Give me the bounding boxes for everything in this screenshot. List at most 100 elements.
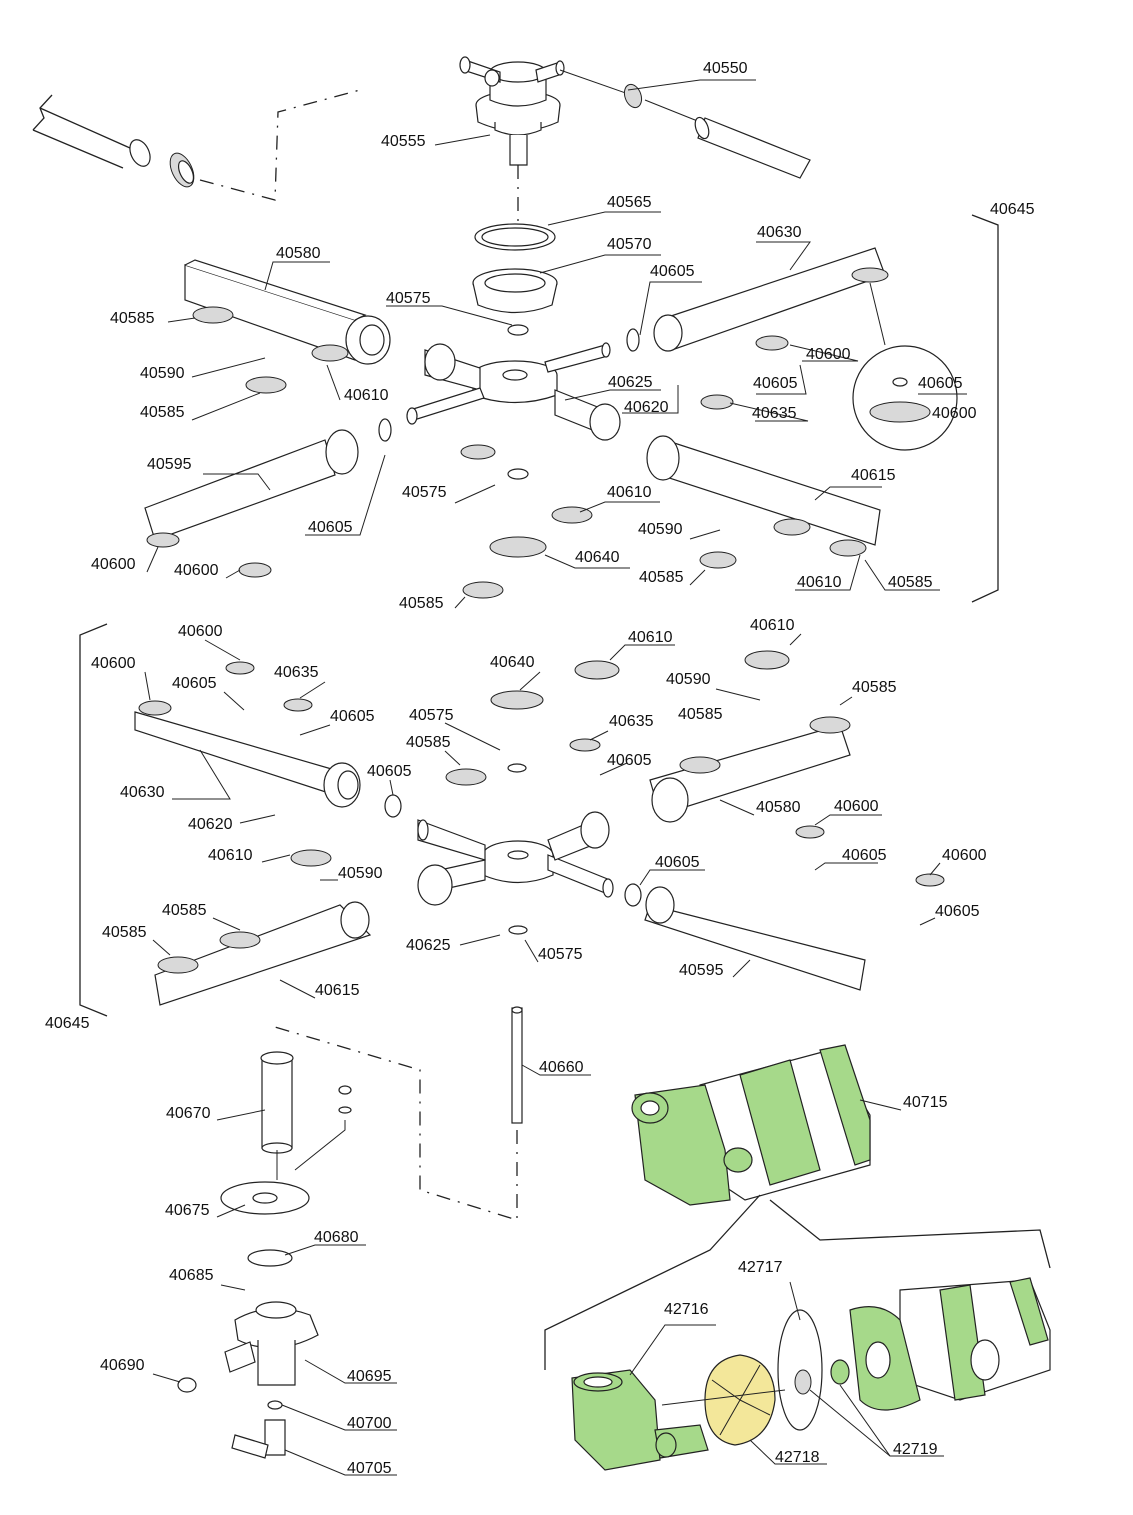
label-40590: 40590 <box>666 671 711 688</box>
label-40705: 40705 <box>347 1460 392 1477</box>
label-40575: 40575 <box>386 290 431 307</box>
label-40600: 40600 <box>91 655 136 672</box>
lower-spray-arm-assembly <box>134 711 866 1006</box>
label-40610: 40610 <box>628 629 673 646</box>
label-40585: 40585 <box>406 734 451 751</box>
label-40610: 40610 <box>208 847 253 864</box>
label-42716: 42716 <box>664 1301 709 1318</box>
leader-lines <box>144 79 967 1476</box>
label-40680: 40680 <box>314 1229 359 1246</box>
label-40625: 40625 <box>406 937 451 954</box>
label-40700: 40700 <box>347 1415 392 1432</box>
clamp-40550 <box>623 83 643 109</box>
pump-exploded <box>571 1277 1051 1471</box>
detail-bubble <box>852 345 958 451</box>
shaft-40660 <box>511 1006 523 1124</box>
part-labels: 40550 40555 40565 40645 40630 40570 4058… <box>45 60 1035 1477</box>
label-40660: 40660 <box>539 1059 584 1076</box>
label-40605: 40605 <box>918 375 963 392</box>
label-40630: 40630 <box>757 224 802 241</box>
label-40585: 40585 <box>639 569 684 586</box>
label-40585: 40585 <box>102 924 147 941</box>
label-40630: 40630 <box>120 784 165 801</box>
label-40555: 40555 <box>381 133 426 150</box>
oring-40605-b <box>378 418 392 442</box>
label-40615: 40615 <box>315 982 360 999</box>
label-40580: 40580 <box>756 799 801 816</box>
drain-assembly <box>177 1051 352 1459</box>
oring-40605-d <box>624 883 642 907</box>
label-42718: 42718 <box>775 1449 820 1466</box>
label-40565: 40565 <box>607 194 652 211</box>
label-40610: 40610 <box>344 387 389 404</box>
label-40585: 40585 <box>140 404 185 421</box>
label-40605: 40605 <box>753 375 798 392</box>
label-40640: 40640 <box>490 654 535 671</box>
label-40575: 40575 <box>402 484 447 501</box>
label-40585: 40585 <box>888 574 933 591</box>
label-40605: 40605 <box>655 854 700 871</box>
label-40635: 40635 <box>274 664 319 681</box>
label-40625: 40625 <box>608 374 653 391</box>
seal-40565 <box>474 223 556 251</box>
label-40590: 40590 <box>638 521 683 538</box>
label-40685: 40685 <box>169 1267 214 1284</box>
label-40605: 40605 <box>330 708 375 725</box>
label-40550: 40550 <box>703 60 748 77</box>
label-40645: 40645 <box>45 1015 90 1032</box>
label-40575: 40575 <box>409 707 454 724</box>
label-40690: 40690 <box>100 1357 145 1374</box>
label-40595: 40595 <box>679 962 724 979</box>
label-40580: 40580 <box>276 245 321 262</box>
label-40695: 40695 <box>347 1368 392 1385</box>
label-40675: 40675 <box>165 1202 210 1219</box>
label-40635: 40635 <box>752 405 797 422</box>
label-40570: 40570 <box>607 236 652 253</box>
label-42719: 42719 <box>893 1441 938 1458</box>
label-40670: 40670 <box>166 1105 211 1122</box>
label-42717: 42717 <box>738 1259 783 1276</box>
label-40600: 40600 <box>178 623 223 640</box>
label-40605: 40605 <box>308 519 353 536</box>
label-40605: 40605 <box>367 763 412 780</box>
pump-40715 <box>631 1044 871 1206</box>
label-40600: 40600 <box>174 562 219 579</box>
label-40595: 40595 <box>147 456 192 473</box>
label-40645: 40645 <box>990 201 1035 218</box>
label-40620: 40620 <box>624 399 669 416</box>
valve-40555 <box>459 56 565 166</box>
label-40610: 40610 <box>797 574 842 591</box>
nut-40570 <box>472 268 558 314</box>
label-40585: 40585 <box>852 679 897 696</box>
oring-40605-a <box>626 328 640 352</box>
oring-40605-c <box>384 794 402 818</box>
label-40640: 40640 <box>575 549 620 566</box>
nozzles-upper <box>146 306 867 599</box>
label-40600: 40600 <box>91 556 136 573</box>
label-40600: 40600 <box>806 346 851 363</box>
label-40605: 40605 <box>842 847 887 864</box>
label-40635: 40635 <box>609 713 654 730</box>
label-40585: 40585 <box>678 706 723 723</box>
label-40715: 40715 <box>903 1094 948 1111</box>
hose-right <box>694 116 811 179</box>
label-40600: 40600 <box>834 798 879 815</box>
hose-left <box>32 94 195 188</box>
label-40615: 40615 <box>851 467 896 484</box>
upper-spray-arm-assembly <box>144 247 886 546</box>
label-40605: 40605 <box>172 675 217 692</box>
label-40590: 40590 <box>338 865 383 882</box>
label-40585: 40585 <box>162 902 207 919</box>
label-40620: 40620 <box>188 816 233 833</box>
label-40575: 40575 <box>538 946 583 963</box>
label-40605: 40605 <box>650 263 695 280</box>
label-40590: 40590 <box>140 365 185 382</box>
label-40605: 40605 <box>607 752 652 769</box>
label-40610: 40610 <box>607 484 652 501</box>
label-40600: 40600 <box>942 847 987 864</box>
label-40605: 40605 <box>935 903 980 920</box>
label-40585: 40585 <box>399 595 444 612</box>
nozzles-lower <box>138 650 945 974</box>
